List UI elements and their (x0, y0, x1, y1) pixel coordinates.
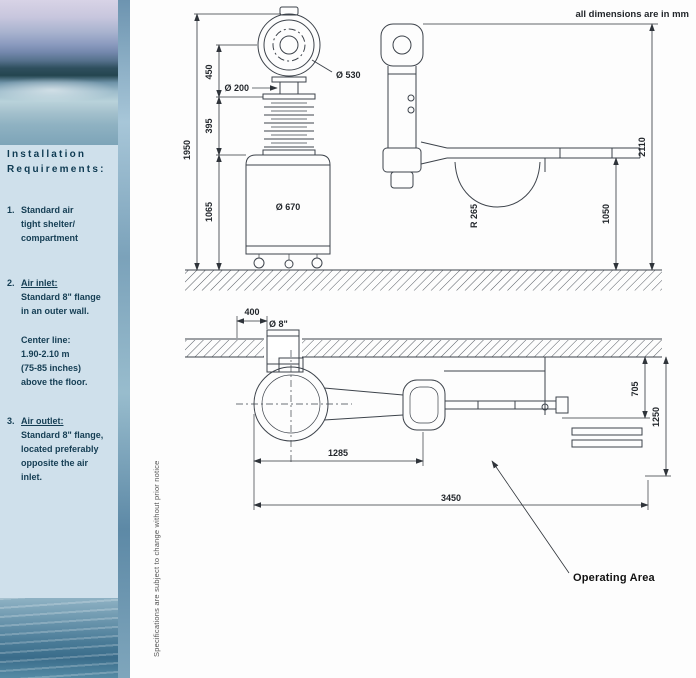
side-apparatus (380, 23, 641, 208)
dim-1065: 1065 (204, 202, 214, 222)
item-line: opposite the air (21, 458, 89, 468)
machine-base (245, 154, 331, 269)
floor-hatch (185, 270, 662, 291)
item-line: 1.90-2.10 m (21, 349, 70, 359)
item-line: above the floor. (21, 377, 88, 387)
water-photo (0, 598, 118, 678)
wall-gap (264, 338, 302, 358)
dim-dia530: Ø 530 (336, 70, 361, 80)
item-line: Standard 8" flange (21, 292, 101, 302)
item-line: Standard 8" flange, (21, 430, 104, 440)
dim-450: 450 (204, 64, 214, 79)
dim-1250: 1250 (651, 407, 661, 427)
machine-neck (252, 76, 307, 94)
device-plan (236, 350, 643, 462)
left-dimension-lines (194, 13, 281, 271)
requirement-item-3: 3. Air outlet: Standard 8" flange, locat… (7, 414, 103, 484)
operating-area-label: Operating Area (573, 572, 656, 584)
item-line: (75-85 inches) (21, 363, 82, 373)
dim-705: 705 (630, 381, 640, 396)
dim-3450: 3450 (441, 493, 461, 503)
item-title: Air inlet: (21, 278, 58, 288)
requirement-item-1: 1. Standard air tight shelter/ compartme… (7, 203, 78, 245)
plan-view-drawing: 400 Ø 8" 1285 705 1250 3450 Operating Ar… (185, 307, 671, 584)
item-number: 1. (7, 205, 15, 215)
dim-dia200: Ø 200 (224, 83, 249, 93)
item-line: inlet. (21, 472, 43, 482)
item-text: Standard air tight shelter/ compartment (21, 203, 78, 245)
item-line: compartment (21, 233, 79, 243)
dim-dia8: Ø 8" (269, 319, 288, 329)
dim-1285: 1285 (328, 448, 348, 458)
item-line: Standard air (21, 205, 74, 215)
sidebar-edge-strip (118, 0, 130, 678)
heading-line-1: Installation (7, 149, 87, 160)
units-note: all dimensions are in mm (575, 9, 689, 20)
heading-line-2: Requirements: (7, 164, 106, 175)
dim-r265: R 265 (469, 204, 479, 228)
plan-dimension-lines (236, 316, 671, 574)
machine-head (257, 6, 333, 77)
sidebar-heading: Installation Requirements: (7, 147, 106, 177)
dim-400: 400 (244, 307, 259, 317)
item-line: located preferably (21, 444, 99, 454)
dim-2110: 2110 (637, 137, 647, 157)
wall-hatch (185, 340, 662, 357)
item-text: Air outlet: Standard 8" flange, located … (21, 414, 103, 484)
side-view-drawing: Ø 530 Ø 200 Ø 670 1950 450 395 1065 2110… (182, 6, 662, 291)
sidebar: Installation Requirements: 1. Standard a… (0, 0, 130, 678)
item-text: Air inlet: Standard 8" flange in an oute… (21, 276, 101, 318)
machine-bellows (262, 93, 316, 156)
requirement-item-2-continued: Center line: 1.90-2.10 m (75-85 inches) … (21, 333, 88, 389)
dim-1950: 1950 (182, 140, 192, 160)
dim-395: 395 (204, 118, 214, 133)
item-title: Air outlet: (21, 416, 64, 426)
right-dimension-lines (423, 23, 658, 271)
item-line: in an outer wall. (21, 306, 90, 316)
item-line: Center line: (21, 335, 71, 345)
item-number: 2. (7, 278, 15, 288)
dim-dia670: Ø 670 (276, 202, 301, 212)
dim-1050: 1050 (601, 204, 611, 224)
requirement-item-2: 2. Air inlet: Standard 8" flange in an o… (7, 276, 101, 318)
item-number: 3. (7, 416, 15, 426)
lake-photo (0, 0, 130, 145)
item-line: tight shelter/ (21, 219, 76, 229)
